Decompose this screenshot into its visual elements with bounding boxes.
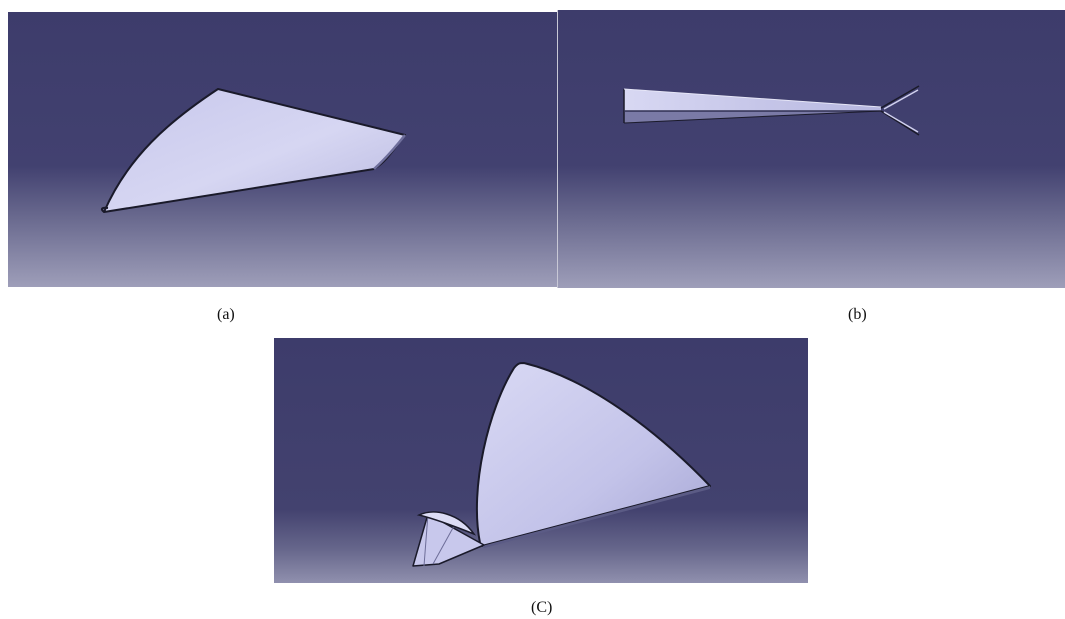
winglet-lines: [880, 85, 920, 136]
tail-section: [412, 513, 485, 567]
cad-viewport-c[interactable]: [274, 338, 808, 583]
caption-a: (a): [217, 306, 235, 323]
wing-with-tail-view: [274, 338, 808, 583]
cad-viewport-b[interactable]: [557, 10, 1065, 288]
wing-isometric-view: [8, 12, 557, 287]
caption-c: (C): [531, 599, 553, 616]
wing-surface-c: [475, 362, 711, 547]
wing-side-view: [557, 10, 1065, 288]
wing-profile-upper: [624, 89, 881, 111]
cad-viewport-a[interactable]: [8, 12, 557, 287]
caption-b: (b): [848, 306, 867, 323]
tail-fin: [416, 511, 477, 536]
